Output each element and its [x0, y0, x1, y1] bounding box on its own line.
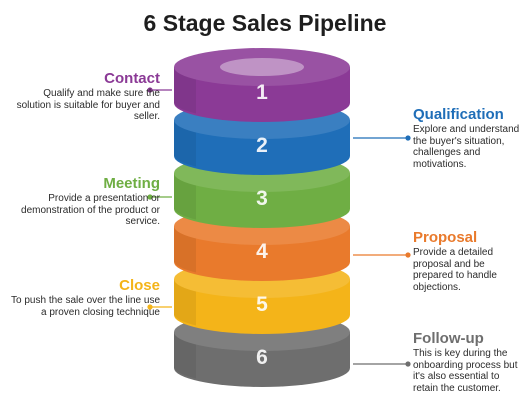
connector-dot: [405, 361, 411, 367]
stage-label-contact: Contact Qualify and make sure the soluti…: [8, 70, 160, 123]
connector-dot: [147, 304, 153, 310]
stage-name: Proposal: [413, 229, 478, 246]
stage-name: Qualification: [413, 106, 504, 123]
connector-5: [147, 304, 172, 310]
disk-shading: [174, 173, 196, 220]
stage-label-close: Close To push the sale over the line use…: [8, 277, 160, 318]
stage-number: 6: [256, 346, 268, 369]
stage-number: 5: [256, 293, 268, 316]
disk-top-inner: [220, 58, 304, 76]
connector-4: [353, 252, 411, 258]
stage-name: Close: [119, 277, 160, 294]
stage-number: 4: [256, 240, 268, 263]
stage-name: Contact: [104, 70, 160, 87]
stage-description: Explore and understand the buyer's situa…: [413, 124, 520, 170]
connector-dot: [147, 194, 153, 200]
connector-dot: [405, 252, 411, 258]
stage-label-proposal: Proposal Provide a detailed proposal and…: [413, 229, 525, 293]
disk-shading: [174, 67, 196, 114]
connector-3: [147, 194, 172, 200]
stage-description: To push the sale over the line use a pro…: [11, 295, 160, 318]
stage-number: 3: [256, 187, 268, 210]
stage-description: Provide a detailed proposal and be prepa…: [413, 247, 497, 293]
connector-dot: [147, 87, 153, 93]
page-title: 6 Stage Sales Pipeline: [143, 10, 387, 36]
disk-shading: [174, 332, 196, 379]
stage-number: 2: [256, 134, 268, 157]
stage-disk-1: 1: [174, 48, 350, 122]
disk-shading: [174, 279, 196, 326]
stage-label-follow-up: Follow-up This is key during the onboard…: [413, 330, 525, 394]
stage-description: This is key during the onboarding proces…: [413, 348, 518, 394]
disk-shading: [174, 120, 196, 167]
connector-1: [147, 87, 172, 93]
stage-label-qualification: Qualification Explore and understand the…: [413, 106, 525, 170]
connector-6: [353, 361, 411, 367]
stage-description: Provide a presentation or demonstration …: [21, 193, 160, 227]
stage-name: Meeting: [103, 175, 160, 192]
connector-dot: [405, 135, 411, 141]
stage-number: 1: [256, 81, 268, 104]
stage-description: Qualify and make sure the solution is su…: [16, 88, 160, 122]
stage-label-meeting: Meeting Provide a presentation or demons…: [8, 175, 160, 228]
disk-shading: [174, 226, 196, 273]
stage-name: Follow-up: [413, 330, 484, 347]
connector-2: [353, 135, 411, 141]
